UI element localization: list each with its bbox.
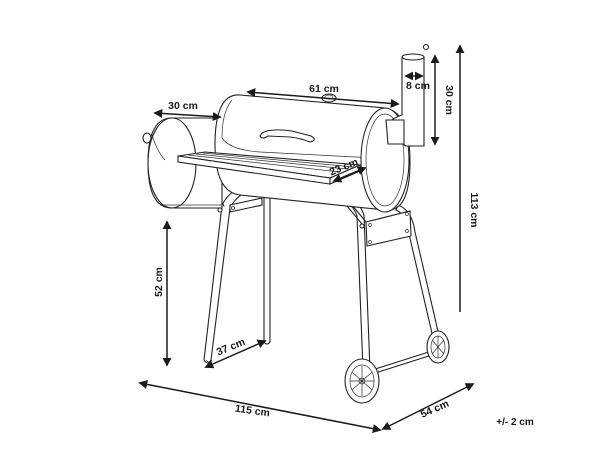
label-115cm: 115 cm [234, 403, 270, 420]
front-wheel [344, 358, 380, 404]
dimension-chimney-diameter: 8 cm [404, 71, 430, 92]
wheel-axle [371, 349, 436, 371]
dimension-chimney-height: 30 cm [430, 54, 455, 146]
dimension-firebox-bottom-height: 52 cm [153, 220, 172, 367]
tolerance-note: +/- 2 cm [496, 417, 534, 428]
grill-illustration [142, 43, 450, 404]
chimney [385, 43, 430, 147]
label-61cm: 61 cm [309, 83, 339, 95]
back-wheel [426, 330, 450, 364]
dimension-leg-spacing: 37 cm [204, 336, 267, 369]
lid-handle [259, 129, 315, 143]
dimension-chamber-length: 61 cm [246, 83, 400, 108]
dimension-firebox-length: 30 cm [153, 100, 222, 122]
label-30cm-chimney: 30 cm [443, 85, 455, 115]
back-left-leg [263, 189, 271, 345]
dimension-total-width: 115 cm [138, 379, 382, 434]
dimension-total-height: 113 cm [455, 44, 480, 312]
leg-cross-braces [229, 197, 412, 247]
label-30cm: 30 cm [168, 100, 198, 112]
dimension-total-depth: 54 cm [381, 383, 475, 430]
main-chamber [214, 93, 411, 213]
label-52cm: 52 cm [153, 267, 165, 297]
label-113cm: 113 cm [468, 192, 480, 227]
label-37cm: 37 cm [215, 336, 247, 358]
label-54cm: 54 cm [419, 398, 451, 421]
front-right-leg [329, 191, 371, 371]
label-8cm: 8 cm [406, 80, 430, 92]
